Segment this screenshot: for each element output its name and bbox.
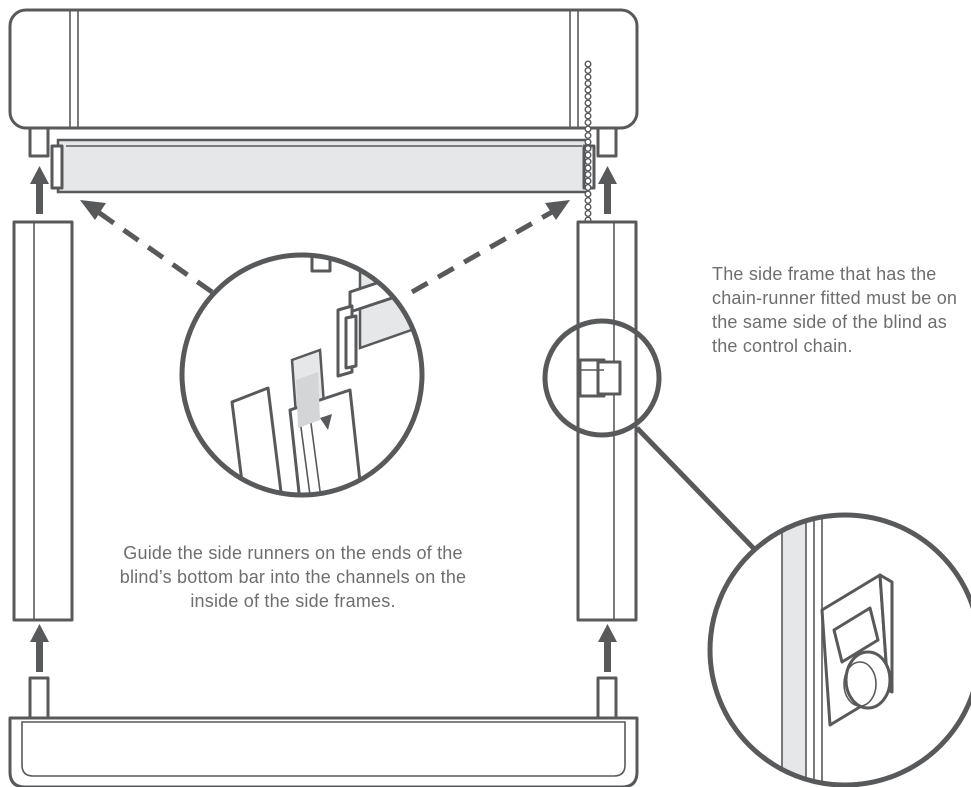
- chain-bead: [584, 79, 592, 87]
- chain-bead: [584, 118, 592, 126]
- chain-bead: [584, 99, 592, 107]
- dashed-arrow-icon: [80, 200, 214, 295]
- instruction-caption-runners: Guide the side runners on the ends of th…: [119, 543, 467, 611]
- right-side-frame: [576, 220, 638, 622]
- chain-bead: [584, 73, 592, 81]
- up-arrow-icon: [30, 166, 49, 214]
- chain-bead: [584, 177, 592, 185]
- chain-bead: [584, 144, 592, 152]
- up-arrow-icon: [598, 624, 617, 672]
- dashed-arrow-icon: [410, 200, 570, 295]
- chain-bead: [584, 190, 592, 198]
- chain-bead: [584, 92, 592, 100]
- magnifier-circle-icon: [542, 318, 764, 559]
- up-arrow-icon: [30, 624, 49, 672]
- left-side-frame: [12, 220, 74, 622]
- up-arrow-icon: [598, 166, 617, 214]
- chain-runner-detail: [707, 512, 971, 787]
- chain-bead: [584, 86, 592, 94]
- chain-bead: [584, 183, 592, 191]
- chain-bead: [584, 209, 592, 217]
- magnifier-circle-icon: [179, 252, 425, 498]
- chain-bead: [584, 60, 592, 68]
- chain-bead: [584, 131, 592, 139]
- chain-bead: [584, 112, 592, 120]
- chain-bead: [584, 138, 592, 146]
- chain-bead: [584, 170, 592, 178]
- chain-bead: [584, 66, 592, 74]
- head-rail: [8, 8, 639, 194]
- chain-bead: [584, 164, 592, 172]
- chain-bead: [584, 157, 592, 165]
- chain-bead: [584, 151, 592, 159]
- chain-bead: [584, 125, 592, 133]
- chain-bead: [584, 105, 592, 113]
- instruction-caption-chain-side: The side frame that has the chain-runner…: [712, 264, 958, 356]
- chain-bead: [584, 203, 592, 211]
- bottom-bar: [8, 676, 639, 787]
- chain-bead: [584, 196, 592, 204]
